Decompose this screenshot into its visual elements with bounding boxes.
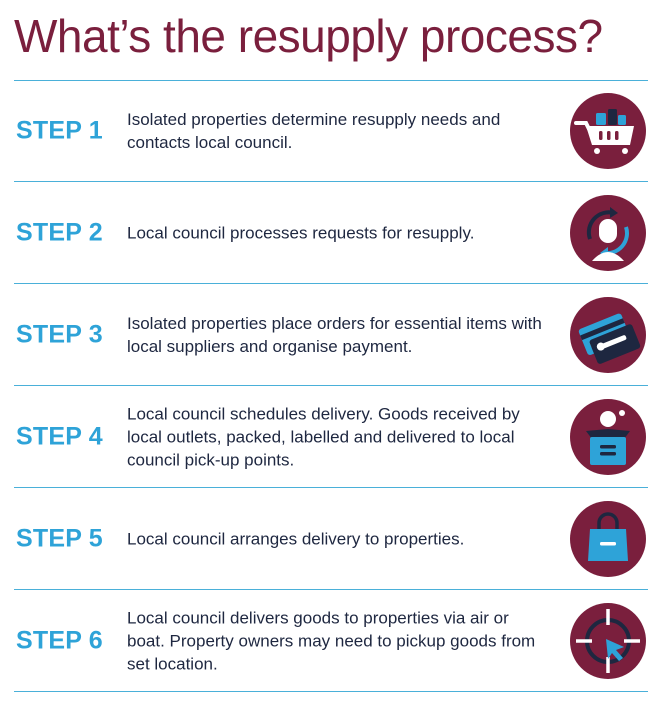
step-row: STEP 1 Isolated properties determine res…: [14, 80, 648, 182]
step-row: STEP 2 Local council processes requests …: [14, 182, 648, 284]
step-row: STEP 6 Local council delivers goods to p…: [14, 590, 648, 692]
step-description: Local council processes requests for res…: [127, 223, 475, 242]
payment-cards-icon: [570, 296, 646, 373]
step-label: STEP 3: [16, 320, 103, 348]
step-description: Local council schedules delivery. Goods …: [127, 404, 520, 469]
step-label: STEP 4: [16, 422, 103, 450]
step-description: Isolated properties determine resupply n…: [127, 110, 501, 152]
target-cursor-icon: [570, 602, 646, 679]
step-label: STEP 2: [16, 218, 103, 246]
step-label: STEP 5: [16, 524, 103, 552]
page-title: What’s the resupply process?: [14, 10, 603, 62]
steps-list: STEP 1 Isolated properties determine res…: [14, 80, 648, 692]
person-cycle-icon: [570, 194, 646, 271]
step-row: STEP 5 Local council arranges delivery t…: [14, 488, 648, 590]
shopping-bag-icon: [570, 500, 646, 577]
step-label: STEP 6: [16, 626, 103, 654]
open-box-icon: [570, 398, 646, 475]
step-row: STEP 3 Isolated properties place orders …: [14, 284, 648, 386]
step-label: STEP 1: [16, 116, 103, 145]
step-description: Local council arranges delivery to prope…: [127, 529, 465, 548]
step-description: Local council delivers goods to properti…: [127, 608, 536, 673]
shopping-basket-icon: [570, 93, 646, 169]
step-description: Isolated properties place orders for ess…: [127, 313, 542, 356]
step-row: STEP 4 Local council schedules delivery.…: [14, 386, 648, 488]
